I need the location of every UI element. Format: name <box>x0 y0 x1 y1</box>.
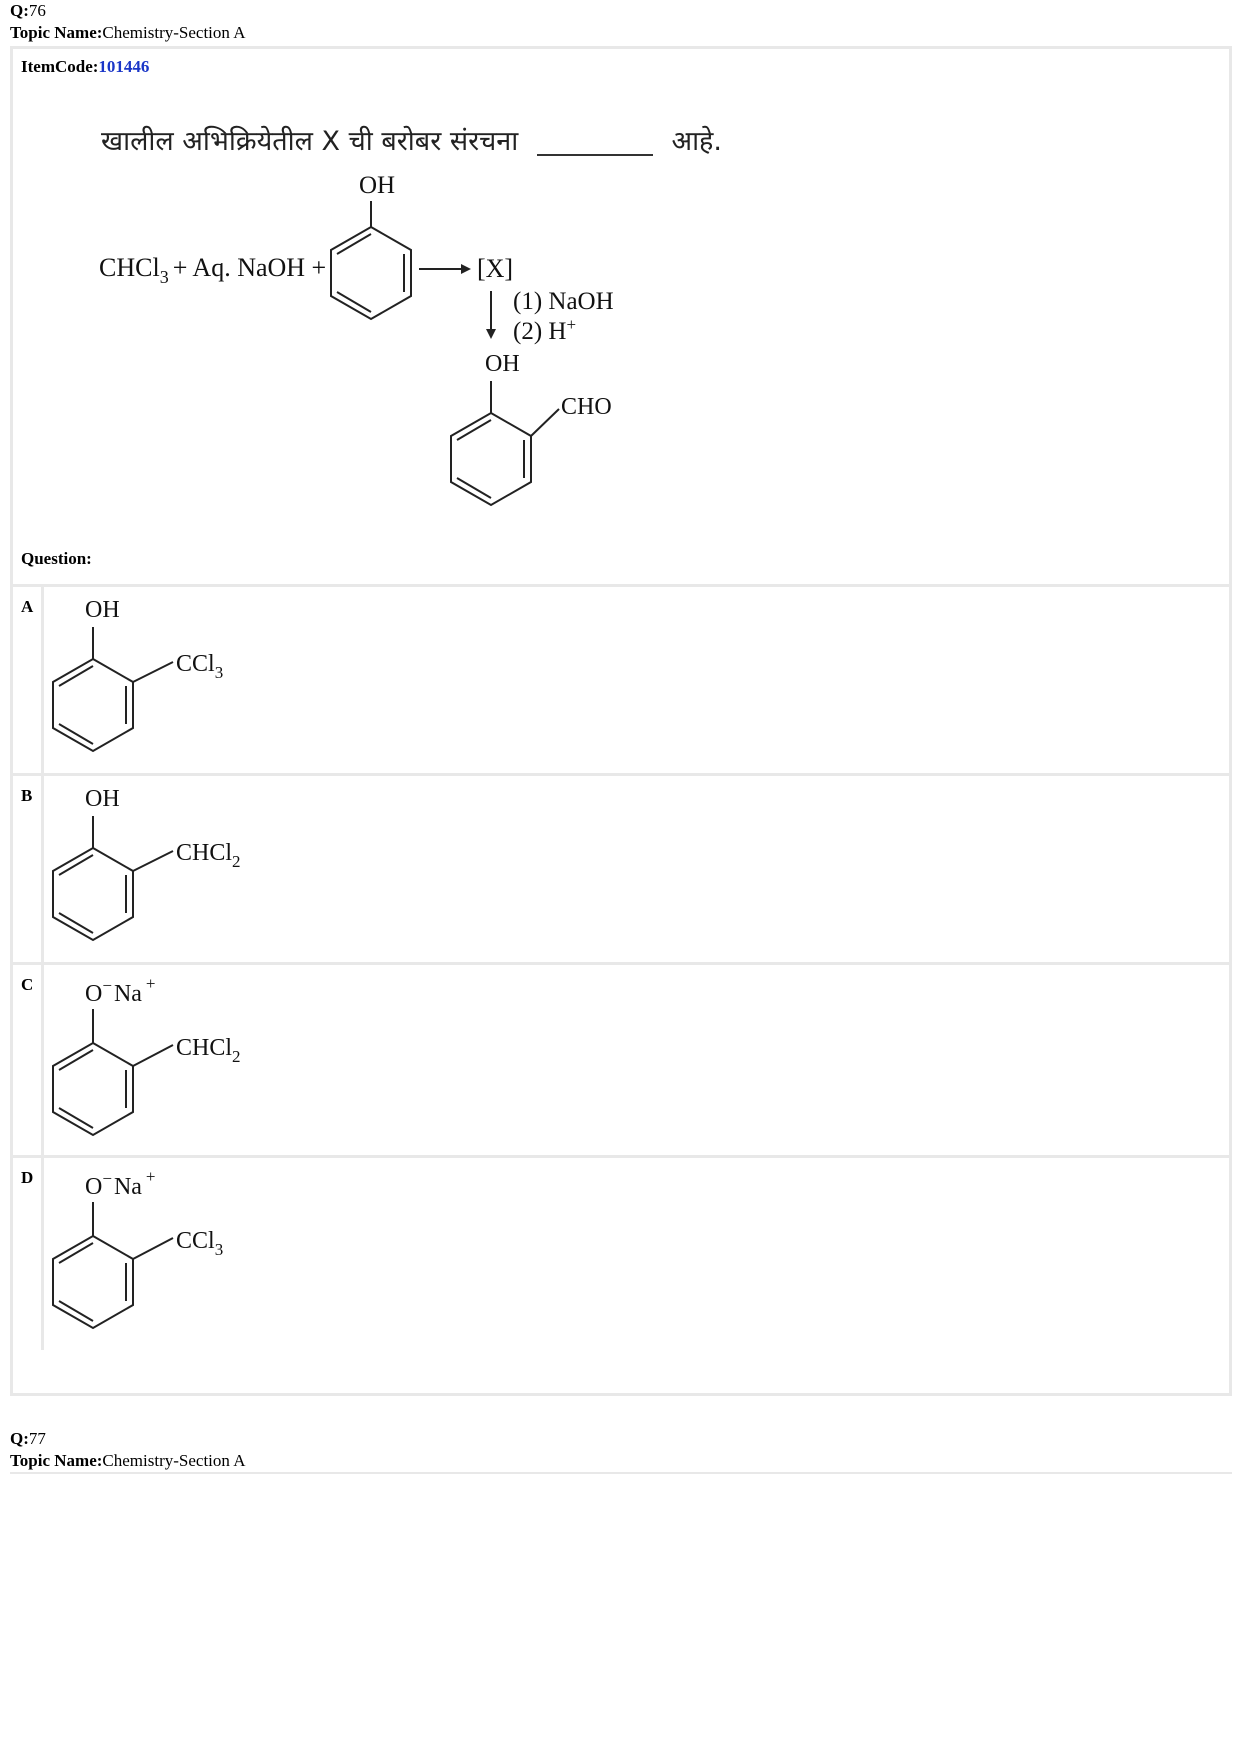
side-group-label: CCl3 <box>176 1228 223 1259</box>
option-a[interactable]: A OH CCl3 <box>13 587 1229 776</box>
option-c-structure: O−Na+ CHCl2 <box>52 974 241 1137</box>
option-letter: D <box>21 1168 34 1187</box>
option-c[interactable]: C O−Na+ CHCl2 <box>13 965 1229 1158</box>
answer-blank <box>536 130 653 156</box>
benzene-ring <box>52 816 174 942</box>
option-letter: C <box>21 975 34 994</box>
question-number-label: Q: <box>10 1429 29 1448</box>
final-cho-label: CHO <box>561 394 612 420</box>
final-oh-label: OH <box>485 351 520 377</box>
stem-text-before: खालील अभिक्रियेतील X ची बरोबर संरचना <box>101 126 519 157</box>
benzene-ring <box>52 1202 174 1330</box>
reactant-chcl3: CHCl3+ Aq. NaOH + <box>99 253 326 287</box>
top-group-label: O−Na+ <box>85 1167 156 1200</box>
stem-text-after: आहे. <box>671 126 722 157</box>
option-divider <box>41 776 44 962</box>
side-group-label: CCl3 <box>176 651 223 682</box>
question-card-77-divider <box>10 1472 1232 1476</box>
product-x: [X] <box>477 254 513 283</box>
reaction-scheme: CHCl3+ Aq. NaOH + OH [X] (1) NaOH <box>99 172 614 507</box>
salicylaldehyde-structure <box>450 381 560 507</box>
option-d-structure: O−Na+ CCl3 <box>52 1167 223 1330</box>
option-divider <box>41 1158 44 1350</box>
option-b[interactable]: B OH CHCl2 <box>13 776 1229 965</box>
question-number-label: Q: <box>10 1 29 20</box>
stem-text: खालील अभिक्रियेतील X ची बरोबर संरचना आहे… <box>101 121 722 158</box>
reagent-step-1: (1) NaOH <box>513 288 614 315</box>
option-letter: B <box>21 786 33 805</box>
question-number-line: Q:77 <box>10 1428 245 1450</box>
option-divider <box>41 587 44 773</box>
item-code-value: 101446 <box>98 57 150 76</box>
question-stem: खालील अभिक्रियेतील X ची बरोबर संरचना आहे… <box>13 79 1229 587</box>
top-group-label: OH <box>85 597 120 623</box>
reagent-step-2: (2) H+ <box>513 315 576 345</box>
topic-label: Topic Name: <box>10 23 103 42</box>
question-header-77: Q:77 Topic Name:Chemistry-Section A <box>10 1428 245 1472</box>
question-card: ItemCode:101446 खालील अभिक्रियेतील X ची … <box>10 46 1232 1396</box>
question-number: 76 <box>28 1 46 20</box>
side-group-label: CHCl2 <box>176 840 241 871</box>
benzene-ring <box>52 627 174 753</box>
question-number: 77 <box>28 1429 46 1448</box>
option-d[interactable]: D O−Na+ CCl3 <box>13 1158 1229 1350</box>
top-group-label: O−Na+ <box>85 974 156 1007</box>
topic-line: Topic Name:Chemistry-Section A <box>10 22 245 44</box>
top-group-label: OH <box>85 786 120 812</box>
option-letter: A <box>21 597 34 616</box>
option-a-structure: OH CCl3 <box>52 597 223 753</box>
side-group-label: CHCl2 <box>176 1035 241 1066</box>
phenol-oh-label: OH <box>359 172 395 199</box>
topic-name: Chemistry-Section A <box>102 1451 246 1470</box>
topic-name: Chemistry-Section A <box>102 23 246 42</box>
option-divider <box>41 965 44 1155</box>
topic-line: Topic Name:Chemistry-Section A <box>10 1450 245 1472</box>
topic-label: Topic Name: <box>10 1451 103 1470</box>
arrow-head-right <box>461 264 471 274</box>
item-code: ItemCode:101446 <box>21 57 149 77</box>
question-label: Question: <box>21 549 92 568</box>
arrow-head-down <box>486 329 496 339</box>
item-code-label: ItemCode: <box>21 57 99 76</box>
question-number-line: Q:76 <box>10 0 245 22</box>
question-header-76: Q:76 Topic Name:Chemistry-Section A <box>10 0 245 44</box>
benzene-ring <box>52 1009 174 1137</box>
option-b-structure: OH CHCl2 <box>52 786 241 942</box>
phenol-structure <box>330 201 412 321</box>
